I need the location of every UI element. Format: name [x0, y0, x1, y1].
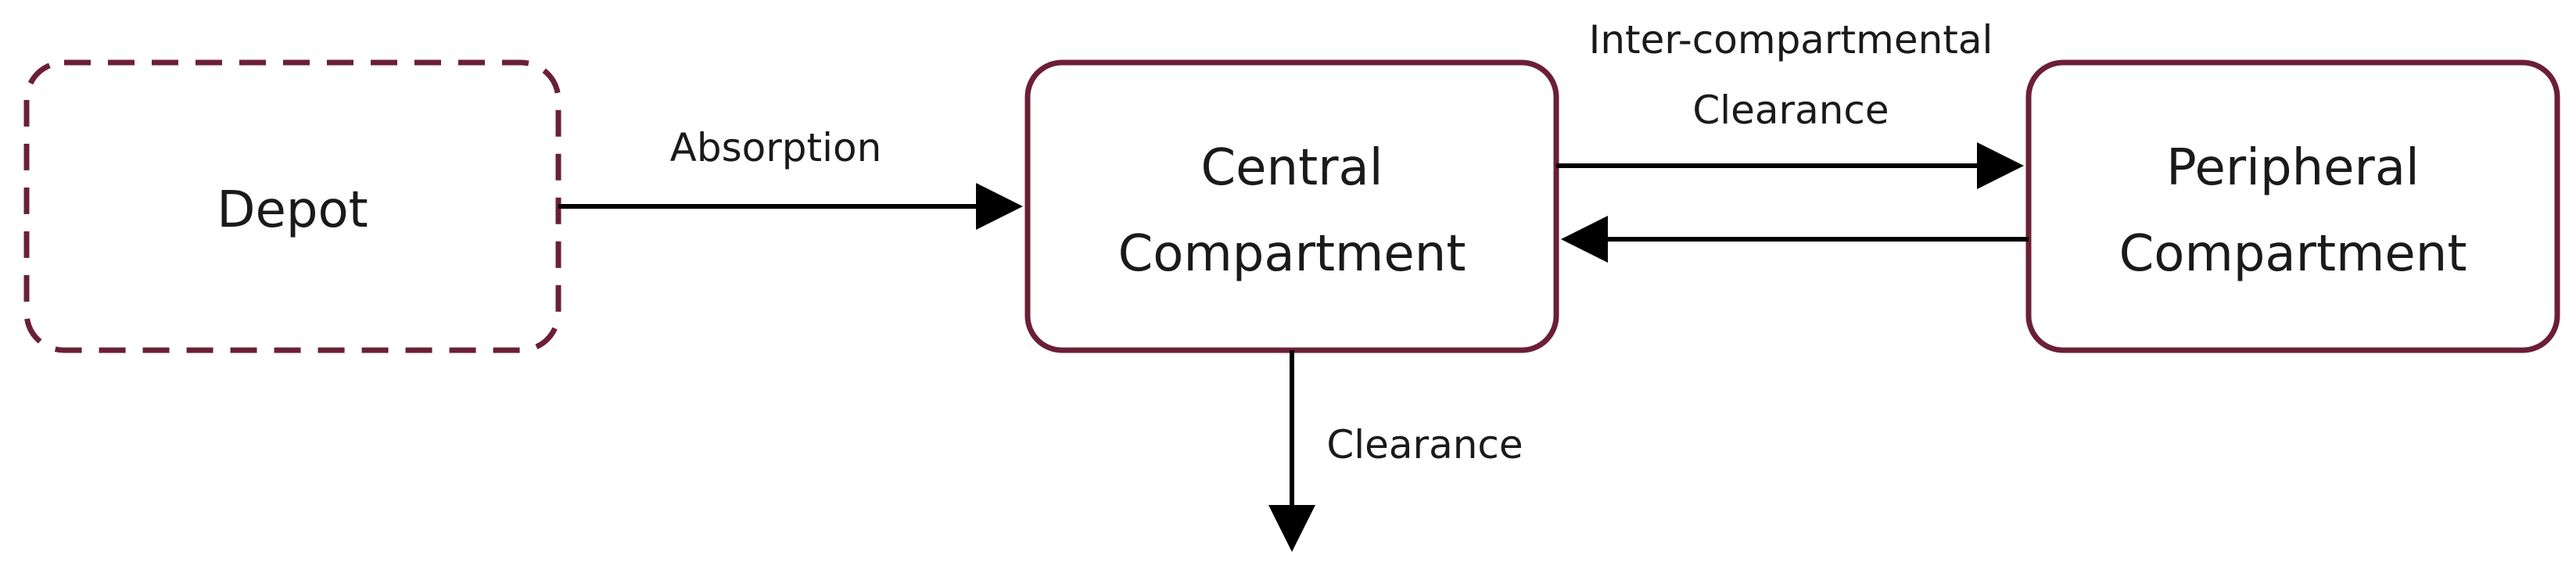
absorption-edge: Absorption	[558, 125, 1023, 230]
depot-node: Depot	[23, 59, 561, 353]
peripheral-compartment-label-line1: Peripheral	[2166, 139, 2420, 197]
depot-label: Depot	[217, 181, 368, 239]
intercompartmental-edge: Inter-compartmental Clearance	[1556, 17, 2024, 189]
clearance-label: Clearance	[1326, 422, 1523, 467]
peripheral-compartment-node: Peripheral Compartment	[2025, 59, 2560, 353]
intercompartmental-label-line1: Inter-compartmental	[1589, 17, 1993, 63]
clearance-edge: Clearance	[1268, 350, 1523, 552]
absorption-label: Absorption	[670, 125, 882, 170]
central-compartment-node: Central Compartment	[1024, 59, 1559, 353]
peripheral-compartment-label-line2: Compartment	[2119, 225, 2467, 283]
central-compartment-label-line1: Central	[1200, 139, 1383, 197]
intercompartmental-label-line2: Clearance	[1692, 88, 1889, 133]
peripheral-compartment-box	[2025, 59, 2560, 353]
central-compartment-box	[1024, 59, 1559, 353]
central-compartment-label-line2: Compartment	[1118, 225, 1466, 283]
